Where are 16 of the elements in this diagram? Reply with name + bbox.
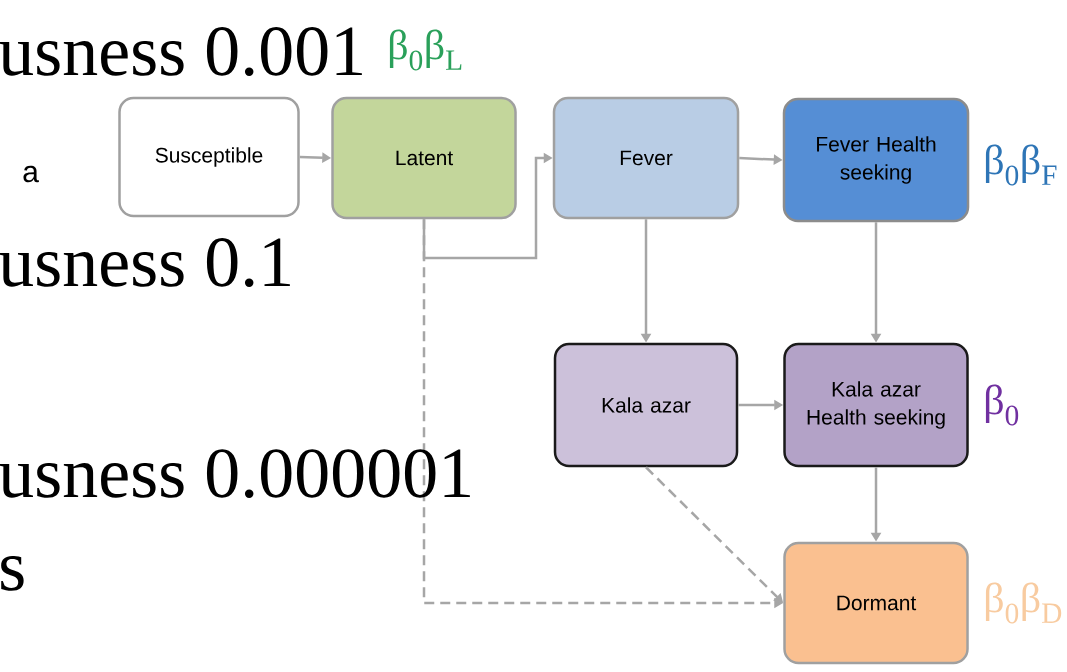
- state-box: Susceptible: [118, 96, 300, 218]
- text-fragment: usness 0.000001: [0, 449, 470, 499]
- state-box: Fever Health seeking: [782, 97, 970, 223]
- text-fragment: usness 0.1: [0, 238, 290, 287]
- text-fragment: s: [1, 556, 24, 591]
- rate-label: β$_{0}$β$_{D}$: [985, 582, 1062, 624]
- state-box: Dormant: [783, 541, 969, 665]
- state-box: Kala azar: [553, 342, 739, 468]
- text-fragment: usness 0.001: [0, 27, 362, 76]
- state-box: Fever: [552, 96, 740, 220]
- state-box: Kala azar Health seeking: [783, 342, 969, 468]
- state-box: Latent: [331, 96, 517, 220]
- rate-label: β$_{0}$β$_{F}$: [985, 144, 1057, 186]
- rate-label: β$_{0}$: [985, 384, 1019, 426]
- text-fragment: a: [23, 165, 39, 183]
- rate-label: β$_{0}$β$_{L}$: [389, 29, 462, 71]
